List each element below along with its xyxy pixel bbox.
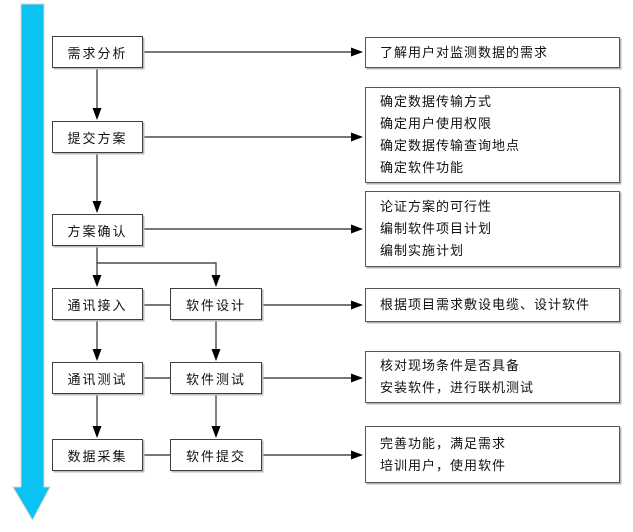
step-comm-test: 通讯测试 (52, 362, 143, 394)
detail-box-plan-items: 确定数据传输方式 确定用户使用权限 确定数据传输查询地点 确定软件功能 (365, 87, 620, 183)
step-plan-confirmation: 方案确认 (52, 214, 143, 246)
detail-box-delivery-items: 完善功能，满足需求 培训用户，使用软件 (365, 426, 620, 483)
detail-line: 编制软件项目计划 (380, 221, 493, 236)
detail-line: 确定数据传输查询地点 (380, 138, 521, 153)
detail-box-test-items: 核对现场条件是否具备 安装软件，进行联机测试 (365, 351, 620, 403)
detail-line: 核对现场条件是否具备 (380, 358, 521, 373)
step-software-test: 软件测试 (170, 362, 262, 394)
detail-line: 了解用户对监测数据的需求 (380, 44, 549, 60)
detail-line: 培训用户，使用软件 (380, 457, 507, 473)
step-submit-plan: 提交方案 (52, 121, 143, 153)
detail-line: 安装软件，进行联机测试 (380, 380, 535, 395)
detail-box-requirements: 了解用户对监测数据的需求 (365, 37, 620, 68)
step-requirements-analysis: 需求分析 (52, 36, 143, 68)
detail-line: 完善功能，满足需求 (380, 435, 507, 451)
step-comm-access: 通讯接入 (52, 288, 143, 320)
step-data-collection: 数据采集 (52, 439, 143, 471)
timeline-arrow-shape (12, 3, 51, 522)
detail-line: 确定数据传输方式 (380, 94, 493, 109)
detail-line: 确定软件功能 (380, 160, 465, 175)
step-software-delivery: 软件提交 (170, 439, 262, 471)
detail-box-confirmation-items: 论证方案的可行性 编制软件项目计划 编制实施计划 (365, 191, 620, 267)
detail-line: 编制实施计划 (380, 243, 465, 258)
detail-box-design-items: 根据项目需求敷设电缆、设计软件 (365, 288, 620, 322)
detail-line: 根据项目需求敷设电缆、设计软件 (380, 297, 591, 312)
detail-line: 论证方案的可行性 (380, 199, 493, 214)
step-software-design: 软件设计 (170, 288, 262, 320)
detail-line: 确定用户使用权限 (380, 116, 493, 131)
